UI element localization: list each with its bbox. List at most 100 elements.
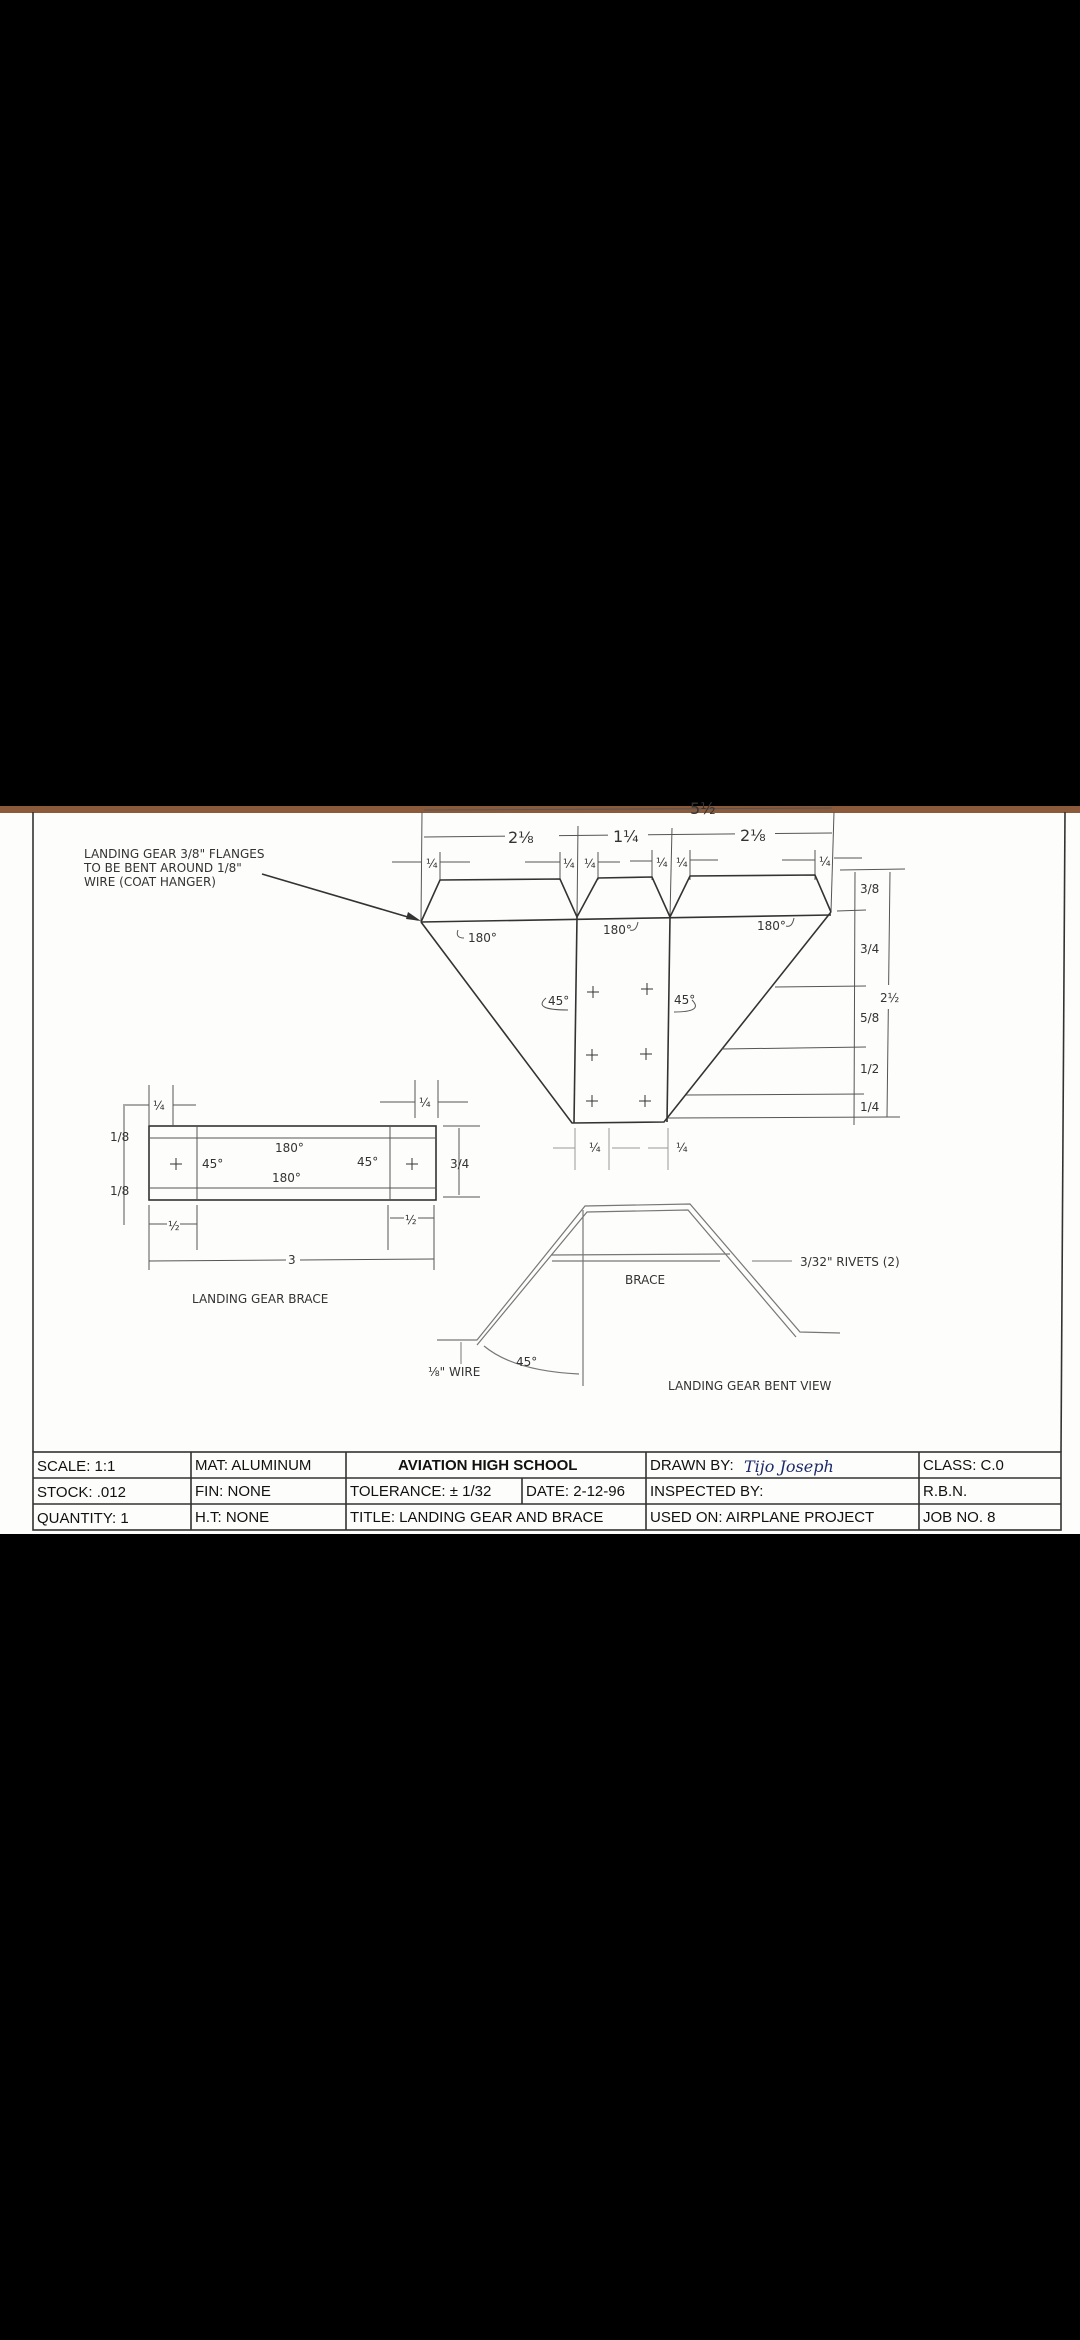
drawing-label: LANDING GEAR 3/8" FLANGES: [84, 847, 264, 861]
drawing-line: [420, 874, 832, 923]
drawing-line: [476, 1209, 797, 1346]
paper: [0, 806, 1080, 1534]
quarter-dims: ¼ ¼ ¼ ¼ ¼ ¼: [392, 850, 862, 880]
angle-label-left: 45°: [548, 994, 569, 1008]
school: AVIATION HIGH SCHOOL: [398, 1457, 577, 1474]
bend-label-center: 180°: [603, 923, 632, 937]
drawing-label: ½: [168, 1219, 180, 1233]
drawing-line: [32, 1451, 1062, 1531]
finish: FIN: NONE: [195, 1483, 271, 1500]
drawing-label: ¼: [419, 1096, 431, 1110]
flange-note: LANDING GEAR 3/8" FLANGES TO BE BENT ARO…: [83, 847, 421, 921]
scale: SCALE: 1:1: [37, 1458, 115, 1475]
drawing-label: LANDING GEAR BENT VIEW: [668, 1379, 832, 1393]
material: MAT: ALUMINUM: [195, 1457, 311, 1474]
drawing-line: [261, 873, 419, 921]
drawing-line: [735, 825, 775, 837]
dim-top-left: 2⅛: [508, 828, 534, 847]
drawn-by-signature: Tijo Joseph: [744, 1457, 834, 1476]
drawing-line: [420, 811, 423, 923]
drawing-label: 45°: [516, 1355, 537, 1369]
drawing-line: [586, 983, 653, 1107]
drawing-label: TO BE BENT AROUND 1/8": [83, 861, 242, 875]
drawing-label: 1/4: [860, 1100, 879, 1114]
bend-label-right: 180°: [757, 919, 786, 933]
drawing-line: [550, 1253, 731, 1256]
drawing-line: [423, 807, 833, 811]
drawing-line: [721, 1046, 867, 1050]
drawing-label: 45°: [202, 1157, 223, 1171]
job-number: JOB NO. 8: [923, 1509, 996, 1526]
drawing-line: [437, 1203, 841, 1341]
drawing-line: [505, 827, 559, 839]
drawing-line: [170, 1158, 418, 1170]
drawing-label: ½: [405, 1213, 417, 1227]
drawing-line: [667, 1116, 901, 1119]
drawing-line: [608, 826, 648, 838]
drawing-line: [406, 912, 421, 921]
drawing-line: [456, 929, 465, 939]
drawing-label: ¼: [819, 855, 831, 869]
drawing-line: [573, 916, 578, 1124]
drawing-label: 45°: [357, 1155, 378, 1169]
landing-gear-bent-view: [437, 1203, 841, 1386]
drawing-label: 3/4: [450, 1157, 469, 1171]
drawing-label: 1/8: [110, 1130, 129, 1144]
drawing-label: 180°: [275, 1141, 304, 1155]
drawing-line: [830, 811, 835, 913]
drawing-label: ¼: [563, 857, 575, 871]
landing-gear-brace: ¼ ¼ 180° 180° 45° 45° ½ ½ 3 3/4 1/8 1/8 …: [110, 1080, 480, 1306]
drawing-label: ⅛" WIRE: [428, 1365, 480, 1379]
bend-label-left: 180°: [468, 931, 497, 945]
dim-top-right: 2⅛: [740, 826, 766, 845]
drawing-label: 1/8: [110, 1184, 129, 1198]
drawing-line: [148, 1259, 287, 1262]
rivet-marks: [586, 983, 653, 1107]
drawing-label: 5/8: [860, 1011, 879, 1025]
drawing-title: TITLE: LANDING GEAR AND BRACE: [350, 1509, 603, 1526]
drawing-label: 180°: [272, 1171, 301, 1185]
drawing-label: 3/4: [860, 942, 879, 956]
dim-overall-width: 5½: [690, 799, 716, 818]
brace-label: LANDING GEAR BRACE: [192, 1292, 328, 1306]
drawing-line: [666, 916, 671, 1123]
date: DATE: 2-12-96: [526, 1483, 625, 1500]
drawing-label: 3/8: [860, 882, 879, 896]
stock: STOCK: .012: [37, 1484, 126, 1501]
drawing-label: ¼: [153, 1099, 165, 1113]
drawing-line: [685, 1093, 865, 1096]
border-right: [1060, 811, 1066, 1453]
dim-overall-height: 2½: [880, 991, 899, 1005]
landing-gear-flat-pattern: 5½ 2⅛ 1¼ 2⅛ ¼ ¼ ¼ ¼: [392, 799, 906, 1170]
dim-top-middle: 1¼: [613, 827, 639, 846]
drawing-line: [774, 985, 867, 988]
drawing-line: [673, 999, 696, 1013]
drawing-label: ¼: [584, 857, 596, 871]
drawing-line: [576, 825, 579, 918]
inspected-by: INSPECTED BY:: [650, 1483, 763, 1500]
drawing-label: ¼: [676, 856, 688, 870]
drawing-label: 1/2: [860, 1062, 879, 1076]
drawing-line: [420, 914, 832, 923]
drawing-line: [880, 985, 900, 1009]
angle-label-right: 45°: [674, 993, 695, 1007]
drawing-line: [839, 868, 906, 871]
drawing-label: ¼: [656, 856, 668, 870]
drawing-line: [299, 1258, 435, 1261]
bent-view-labels: BRACE 3/32" RIVETS (2) ⅛" WIRE 45° LANDI…: [428, 1255, 900, 1393]
drawn-by-label: DRAWN BY:: [650, 1457, 734, 1474]
drawing-label: ¼: [426, 857, 438, 871]
right-dims: 3/8 3/4 5/8 1/2 1/4 2½: [667, 868, 906, 1126]
title-block: SCALE: 1:1 MAT: ALUMINUM AVIATION HIGH S…: [32, 1451, 1062, 1531]
drawing-line: [420, 911, 832, 1124]
drawing-label: ¼: [676, 1141, 688, 1155]
drawing-label: BRACE: [625, 1273, 665, 1287]
drawing-line: [836, 909, 867, 912]
tolerance: TOLERANCE: ± 1/32: [350, 1483, 491, 1500]
drawing-label: ¼: [589, 1141, 601, 1155]
drawing-line: [148, 1125, 437, 1201]
drawing-label: WIRE (COAT HANGER): [84, 875, 216, 889]
drawing-line: [629, 921, 639, 931]
drawing-line: [785, 917, 795, 927]
